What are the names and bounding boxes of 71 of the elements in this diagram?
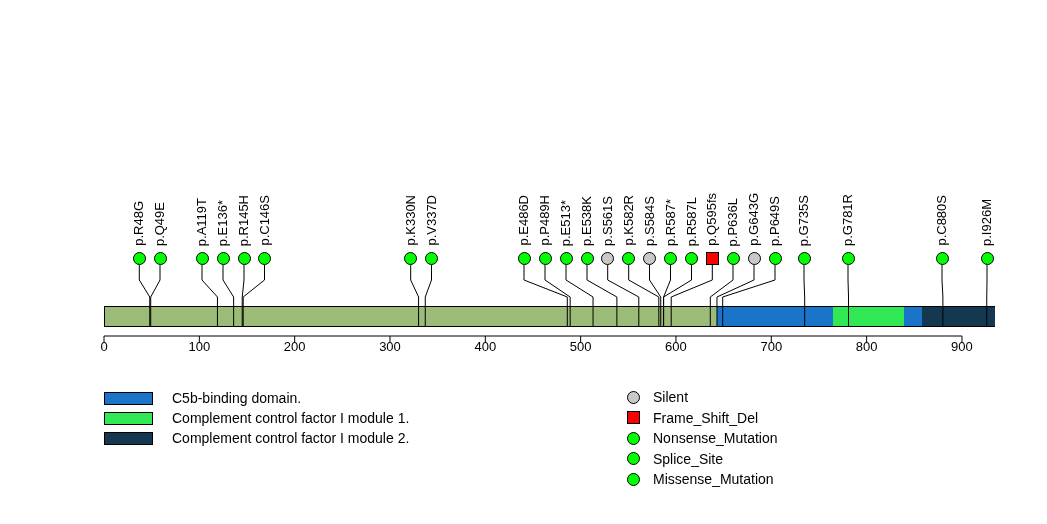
mutation-label: p.Q49E [153, 201, 167, 246]
mutation-label: p.R48G [132, 201, 147, 246]
leader-line [847, 264, 850, 328]
leader-line [544, 264, 571, 328]
legend-label: C5b-binding domain. [172, 390, 302, 406]
legend-label: Nonsense_Mutation [653, 430, 778, 446]
mutation-label: p.R587L [684, 196, 699, 246]
mutation-label: p.A119T [195, 197, 209, 246]
mutation-label: p.S584S [642, 196, 657, 246]
leader-line [410, 264, 420, 328]
axis-tick-label: 500 [569, 340, 592, 354]
mutation-label: p.P489H [538, 195, 552, 246]
leader-line [523, 264, 568, 328]
leader-line [586, 264, 618, 328]
axis-tick-label: 100 [188, 340, 211, 354]
legend-label: Splice_Site [653, 450, 724, 467]
mutation-label: p.E538K [580, 196, 594, 246]
mutation-label: p.E513* [559, 199, 573, 246]
mutation-label: p.C146S [257, 195, 272, 246]
axis-tick-label: 600 [665, 340, 687, 354]
leader-line [941, 264, 944, 328]
axis-tick-label: 400 [474, 340, 497, 354]
mutation-label: p.K582R [621, 195, 636, 246]
leader-line [222, 264, 235, 328]
leader-line [201, 264, 218, 328]
mutation-label: p.P649S [768, 196, 782, 246]
mutation-label: p.I926M [980, 199, 994, 246]
leader-line [424, 264, 432, 328]
leader-line [722, 264, 776, 328]
leader-line [565, 264, 594, 328]
axis-tick-label: 800 [855, 340, 878, 354]
leader-line [241, 264, 245, 328]
axis-tick-label: 200 [283, 340, 306, 354]
leader-line [242, 264, 265, 328]
mutation-label: p.G643G [747, 193, 761, 246]
legend-label: Complement control factor I module 2. [172, 430, 410, 446]
leader-line [803, 264, 806, 328]
leader-line [607, 264, 640, 328]
mutation-label: p.Q595fs [705, 193, 720, 246]
legend-label: Missense_Mutation [653, 471, 774, 487]
mutation-label: p.K330N [403, 195, 418, 246]
legend-label: Silent [653, 389, 689, 405]
axis-tick-label: 700 [760, 340, 783, 354]
mutation-label: p.G781R [841, 193, 855, 246]
mutation-label: p.R145H [237, 194, 251, 246]
leader-line [649, 264, 662, 328]
leader-line [150, 264, 161, 328]
leader-line [138, 264, 151, 328]
mutation-label: p.S561S [600, 196, 615, 246]
domain-segment [921, 307, 996, 326]
mutation-label: p.G735S [797, 194, 811, 246]
domain-segment [833, 307, 904, 326]
leader-line [986, 264, 988, 328]
legend-label: Complement control factor I module 1. [172, 410, 410, 426]
mutation-label: p.C880S [935, 195, 949, 246]
mutation-label: p.E136* [216, 199, 230, 246]
axis-tick-label: 0 [100, 340, 108, 354]
mutation-label: p.V337D [424, 195, 439, 246]
protein-bar [104, 306, 996, 327]
leader-line [709, 264, 734, 328]
mutation-label: p.P636L [726, 197, 740, 246]
mutation-label: p.R587* [663, 199, 678, 246]
leader-line [670, 264, 713, 328]
leader-line [716, 264, 755, 328]
leader-line [663, 264, 692, 328]
legend-label: Frame_Shift_Del [653, 409, 759, 426]
axis-tick-label: 900 [951, 340, 973, 354]
leader-line [628, 264, 660, 328]
domain-segment [716, 307, 834, 326]
mutation-label: p.E486D [517, 195, 531, 246]
axis-tick-label: 300 [379, 340, 401, 354]
